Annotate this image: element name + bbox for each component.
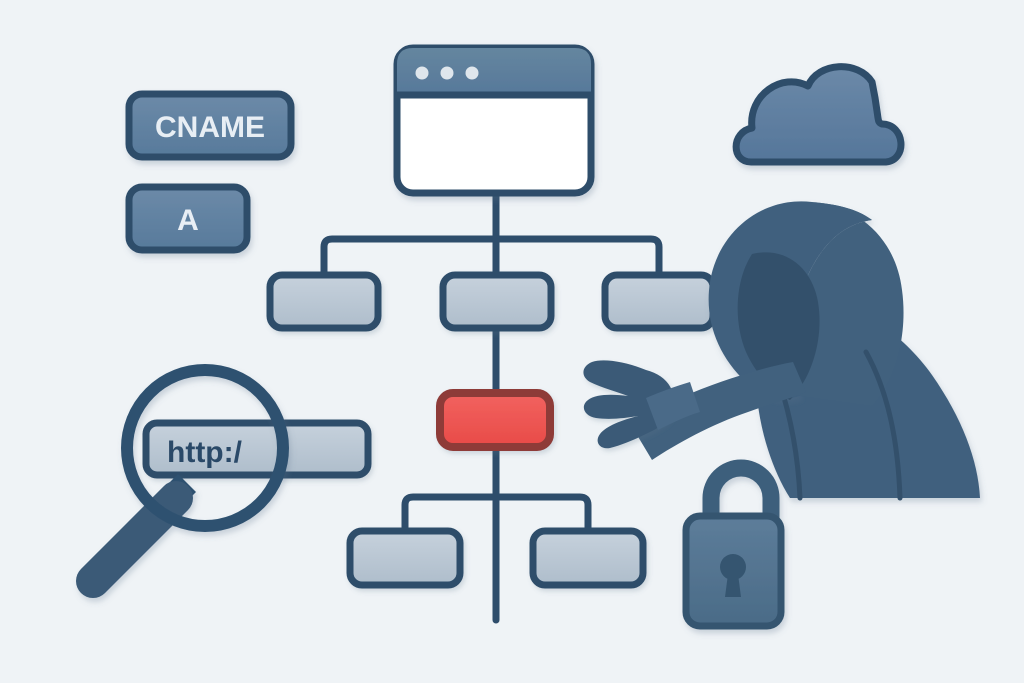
tree-node-level1-right[interactable] — [601, 271, 717, 332]
hacker-cuff — [646, 382, 700, 430]
magnifier-icon[interactable] — [76, 364, 289, 598]
badge-a[interactable]: A — [125, 183, 251, 254]
url-inspector: http:/ — [76, 364, 372, 598]
cloud-icon — [732, 63, 905, 166]
url-bar-text: http:/ — [167, 436, 243, 469]
padlock-icon[interactable] — [682, 459, 785, 630]
hacker-face-shadow — [737, 252, 820, 400]
hacker-arm — [634, 362, 806, 460]
browser-dot-1 — [415, 66, 429, 80]
padlock-keyhole-stem — [725, 574, 741, 597]
browser-dot-3 — [465, 66, 479, 80]
dns-record-badges: CNAME A — [125, 90, 295, 254]
badge-a-label: A — [177, 204, 199, 237]
url-bar-body — [142, 419, 372, 479]
browser-window[interactable] — [393, 44, 595, 197]
tree-node-level1-left[interactable] — [266, 271, 382, 332]
hacker-hood-crown — [794, 202, 904, 406]
tree-nodes — [266, 271, 717, 589]
browser-titlebar — [397, 48, 591, 95]
tree-node-level3-right[interactable] — [529, 527, 647, 589]
badge-cname-body — [125, 90, 295, 161]
tree-bus-level-1 — [320, 235, 663, 279]
badge-a-body — [125, 183, 251, 254]
tree-node-compromised[interactable] — [436, 389, 554, 451]
badge-cname-label: CNAME — [155, 111, 265, 144]
magnifier-lens-ring — [121, 364, 289, 532]
padlock-shackle-open — [702, 459, 780, 532]
hacker-side-seam — [863, 349, 903, 501]
hacker-figure — [583, 201, 980, 501]
padlock-keyhole-circle — [720, 554, 746, 580]
tree-node-level1-center[interactable] — [439, 271, 555, 332]
badge-cname[interactable]: CNAME — [125, 90, 295, 161]
url-bar[interactable]: http:/ — [142, 419, 372, 479]
hacker-hand — [583, 360, 675, 449]
cloud-shape — [732, 63, 905, 166]
tree-bus-level-3 — [401, 493, 592, 535]
browser-dot-2 — [440, 66, 454, 80]
tree-node-level3-left[interactable] — [346, 527, 464, 589]
